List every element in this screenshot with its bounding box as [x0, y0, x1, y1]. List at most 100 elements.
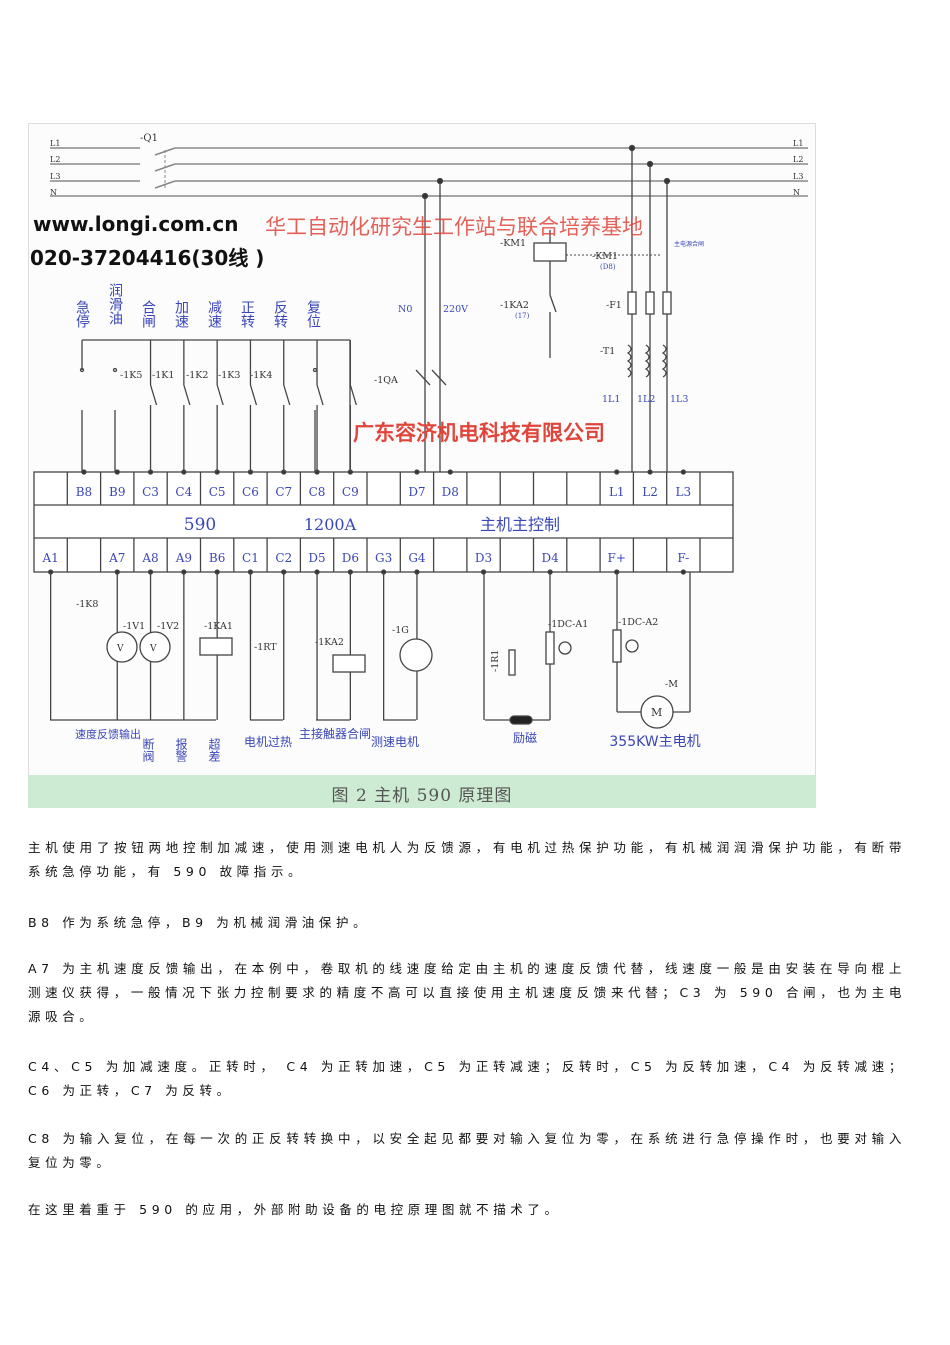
bottom-terminal: C1 — [242, 551, 259, 565]
input-label: 合闸 — [140, 300, 156, 329]
figure-caption: 图 2 主机 590 原理图 — [331, 786, 513, 806]
output-label: 励磁 — [513, 730, 537, 745]
km1-ref: (D8) — [600, 263, 616, 271]
n0-label: N0 — [398, 304, 412, 315]
1l1-label: 1L1 — [602, 394, 620, 405]
paragraph-2: B8 作为系统急停，B9 为机械润滑油保护。 — [28, 915, 371, 930]
bus-label-l1: L1 — [50, 139, 60, 148]
svg-text:V: V — [149, 644, 157, 654]
km1-coil-label: -KM1 — [500, 238, 526, 249]
voltmeter-icon — [106, 631, 138, 663]
input-switch-area — [79, 339, 351, 472]
bottom-terminal: A7 — [108, 551, 125, 565]
motor-icon — [640, 695, 674, 729]
k3-label: -1K3 — [218, 370, 240, 381]
tacho-generator-icon — [399, 638, 433, 672]
output-label: 电机过热 — [244, 735, 292, 749]
power-bus — [50, 147, 808, 197]
k5-label: -1K5 — [120, 370, 142, 381]
drive-name: 主机主控制 — [480, 515, 560, 534]
watermark-company: 广东容济机电科技有限公司 — [353, 421, 605, 445]
top-terminal: C9 — [342, 485, 359, 499]
bus-label-l1-right: L1 — [793, 139, 803, 148]
top-terminal: L1 — [609, 485, 625, 499]
top-terminal: C7 — [275, 485, 292, 499]
svg-text:V: V — [116, 644, 124, 654]
fuse-icon — [662, 291, 672, 315]
k8-label: -1K8 — [76, 599, 98, 610]
transformer-coil-icon — [644, 344, 650, 378]
ka2b-label: -1KA2 — [315, 637, 344, 648]
input-label: 减速 — [206, 300, 222, 329]
paragraph-3: A7 为主机速度反馈输出，在本例中，卷取机的线速度给定由主机的速度反馈代替，线速… — [28, 961, 906, 1024]
output-label: 超差 — [207, 737, 221, 762]
r1-label: -1R1 — [490, 650, 501, 672]
feeder-lines — [415, 144, 672, 472]
input-label: 反转 — [272, 300, 288, 328]
qa-label: -1QA — [374, 375, 398, 386]
bottom-terminal: A8 — [141, 551, 158, 565]
paragraph-4: C4、C5 为加减速度。正转时， C4 为正转加速，C5 为正转减速；反转时，C… — [28, 1059, 906, 1098]
km1-contact-label: -KM1 — [592, 251, 618, 262]
ka1-label: -1KA1 — [204, 621, 233, 632]
top-terminal: B8 — [76, 485, 92, 499]
drive-model: 590 — [184, 515, 216, 535]
bus-label-l3: L3 — [50, 172, 60, 181]
ammeter-icon — [558, 641, 572, 655]
bus-label-l2: L2 — [50, 155, 60, 164]
input-label: 润滑油 — [107, 283, 123, 325]
v2-label: -1V2 — [157, 621, 179, 632]
dca2-label: -1DC-A2 — [618, 617, 658, 628]
220v-label: 220V — [443, 304, 468, 315]
top-terminal: L2 — [642, 485, 658, 499]
circuit-diagram: L1 L2 L3 N L1 L2 L3 N -Q1 — [30, 133, 808, 763]
paragraph-6: 在这里着重于 590 的应用，外部附助设备的电控原理图就不描术了。 — [28, 1202, 562, 1217]
f1-label: -F1 — [606, 300, 622, 311]
top-terminal: C5 — [209, 485, 226, 499]
output-label: 速度反馈输出 — [75, 727, 141, 741]
k4-label: -1K4 — [250, 370, 272, 381]
bottom-terminal: D6 — [342, 551, 359, 565]
km1-coil — [533, 242, 567, 262]
fuse-icon — [645, 291, 655, 315]
bus-label-n: N — [50, 188, 57, 197]
output-label: 断阀 — [141, 737, 155, 763]
fuse-icon — [627, 291, 637, 315]
bottom-terminal: C2 — [275, 551, 292, 565]
paragraph-5: C8 为输入复位，在每一次的正反转转换中，以安全起见都要对输入复位为零，在系统进… — [28, 1131, 906, 1170]
bottom-terminal: F+ — [608, 551, 626, 565]
k1-label: -1K1 — [152, 370, 174, 381]
bus-label-l2-right: L2 — [793, 155, 803, 164]
m-label: -M — [665, 679, 678, 690]
top-terminal: C3 — [142, 485, 159, 499]
rt-label: -1RT — [254, 642, 277, 653]
schematic-figure — [28, 123, 816, 808]
bottom-terminal: D3 — [475, 551, 492, 565]
bottom-terminal: D4 — [542, 551, 560, 565]
input-label: 正转 — [239, 300, 255, 328]
ka2-label: -1KA2 — [500, 300, 529, 311]
top-terminal: C8 — [309, 485, 326, 499]
transformer-coil-icon — [661, 344, 667, 378]
drive-rating: 1200A — [304, 515, 357, 534]
top-terminal: C4 — [175, 485, 192, 499]
ka2-ref: (17) — [515, 312, 530, 320]
bottom-terminal: A1 — [41, 551, 58, 565]
input-label: 急停 — [74, 300, 90, 328]
g-label: -1G — [392, 625, 409, 636]
bottom-terminal: G4 — [408, 551, 426, 565]
top-terminal: C6 — [242, 485, 259, 499]
top-terminal: B9 — [109, 485, 125, 499]
output-label: 报警 — [174, 737, 188, 762]
t1-label: -T1 — [600, 346, 615, 357]
1l3-label: 1L3 — [670, 394, 688, 405]
voltmeter-icon — [139, 631, 171, 663]
transformer-coil-icon — [626, 344, 632, 378]
bottom-terminal: A9 — [175, 551, 192, 565]
1l2-label: 1L2 — [637, 394, 655, 405]
k2-label: -1K2 — [186, 370, 208, 381]
watermark-website: www.longi.com.cn — [33, 212, 238, 236]
bus-label-n-right: N — [793, 188, 800, 197]
